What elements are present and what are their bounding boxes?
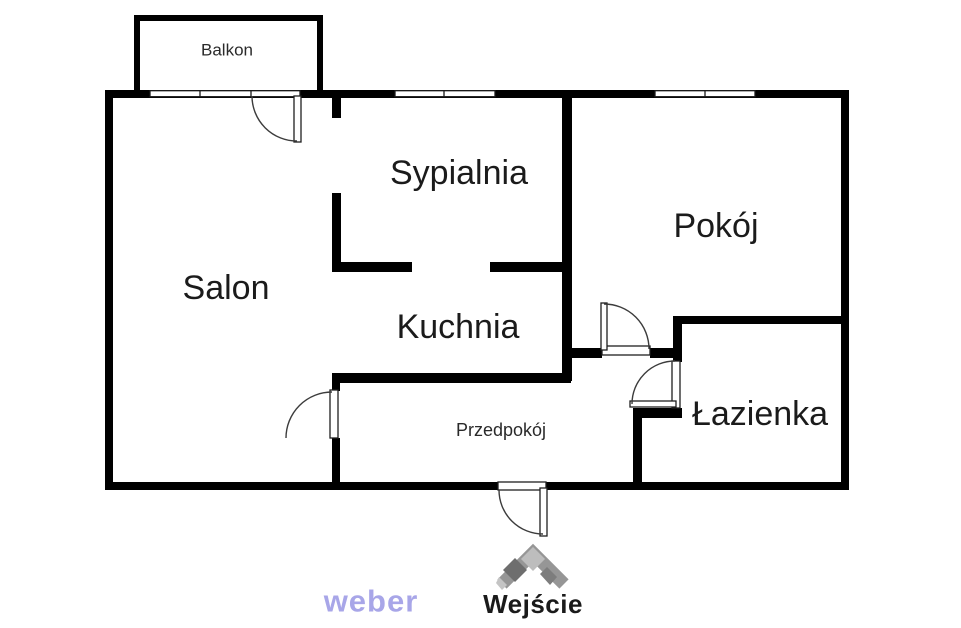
salon-door-frame bbox=[329, 389, 339, 439]
entrance-door-leaf bbox=[539, 487, 548, 537]
pokoj-door-leaf bbox=[600, 302, 608, 351]
wall bbox=[332, 97, 341, 118]
wall bbox=[546, 482, 849, 490]
wall bbox=[134, 15, 323, 21]
salon-door-swing-arc bbox=[285, 391, 333, 439]
wall bbox=[333, 373, 571, 383]
wall bbox=[490, 262, 571, 272]
wall bbox=[673, 316, 849, 324]
wall bbox=[317, 15, 323, 93]
lazienka-door-frame bbox=[671, 360, 681, 409]
wall bbox=[634, 408, 682, 418]
wall bbox=[332, 193, 341, 272]
room-label-salon: Salon bbox=[182, 269, 270, 307]
watermark-weber: weber bbox=[323, 583, 419, 619]
entrance-chevron-shading bbox=[540, 567, 557, 585]
entrance-chevron-shading bbox=[503, 558, 527, 582]
entrance-door-swing-arc bbox=[498, 489, 544, 535]
wall bbox=[332, 373, 340, 391]
room-label-kuchnia: Kuchnia bbox=[396, 308, 520, 346]
room-label-pokoj: Pokój bbox=[673, 207, 759, 245]
lazienka-door-swing-arc bbox=[631, 360, 676, 405]
pokoj-door-frame bbox=[601, 345, 651, 356]
entrance-label: Wejście bbox=[483, 589, 583, 619]
wall bbox=[134, 15, 140, 93]
entrance-chevron-shading bbox=[496, 577, 507, 590]
wall bbox=[105, 90, 113, 490]
wall bbox=[673, 317, 682, 362]
wall bbox=[332, 438, 340, 490]
room-label-sypialnia: Sypialnia bbox=[390, 154, 528, 192]
window bbox=[394, 90, 496, 98]
window bbox=[149, 90, 301, 98]
pokoj-door-swing-arc bbox=[603, 303, 650, 350]
wall bbox=[562, 97, 572, 381]
wall bbox=[571, 348, 602, 358]
wall bbox=[841, 90, 849, 490]
wall bbox=[105, 482, 498, 490]
balcony-door-leaf bbox=[293, 95, 302, 143]
wall bbox=[332, 262, 412, 272]
wall bbox=[650, 348, 682, 358]
wall bbox=[633, 408, 642, 490]
room-label-lazienka: Łazienka bbox=[691, 395, 829, 433]
lazienka-door-leaf bbox=[629, 400, 677, 408]
room-label-balkon: Balkon bbox=[201, 40, 253, 60]
balcony-door-swing-arc bbox=[251, 95, 298, 142]
entrance-chevron-shading bbox=[521, 547, 545, 571]
room-label-przedpokoj: Przedpokój bbox=[455, 420, 547, 440]
entrance-door-frame bbox=[497, 481, 547, 491]
